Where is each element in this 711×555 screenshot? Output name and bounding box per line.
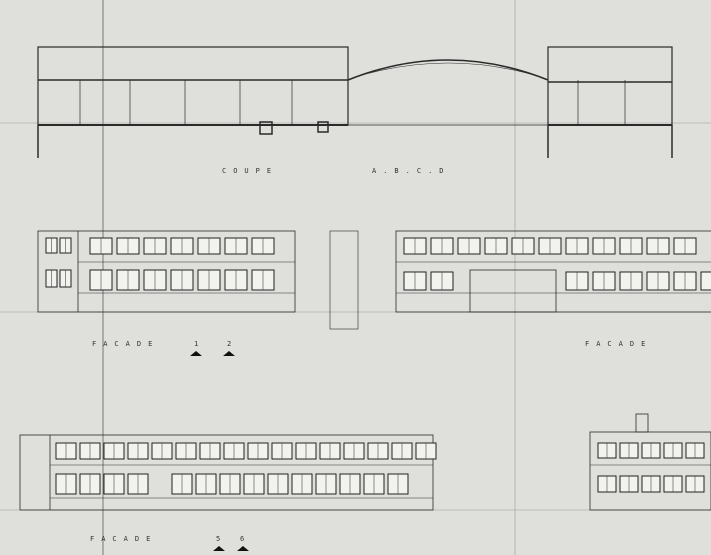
section-label: COUPE (222, 167, 278, 175)
windows (45, 237, 711, 495)
facade-3-ref-2: 6 (240, 535, 251, 543)
section-refs: A.B.C.D (372, 167, 451, 175)
facade-3-label: FACADE (90, 535, 157, 543)
facade-2-label: FACADE (585, 340, 652, 348)
facade-2 (395, 230, 711, 313)
facade-5-6 (19, 434, 434, 511)
facade-1-ref-1: 1 (194, 340, 205, 348)
facade-small (589, 413, 711, 511)
facade-3-ref-1: 5 (216, 535, 227, 543)
section-arrow-icon (190, 351, 235, 356)
facade-1-2 (37, 230, 359, 330)
section-arrow-icon (213, 546, 249, 551)
facade-1-label: FACADE (92, 340, 159, 348)
section-drawing (37, 46, 673, 158)
window (700, 271, 711, 291)
facade-1-ref-2: 2 (227, 340, 238, 348)
